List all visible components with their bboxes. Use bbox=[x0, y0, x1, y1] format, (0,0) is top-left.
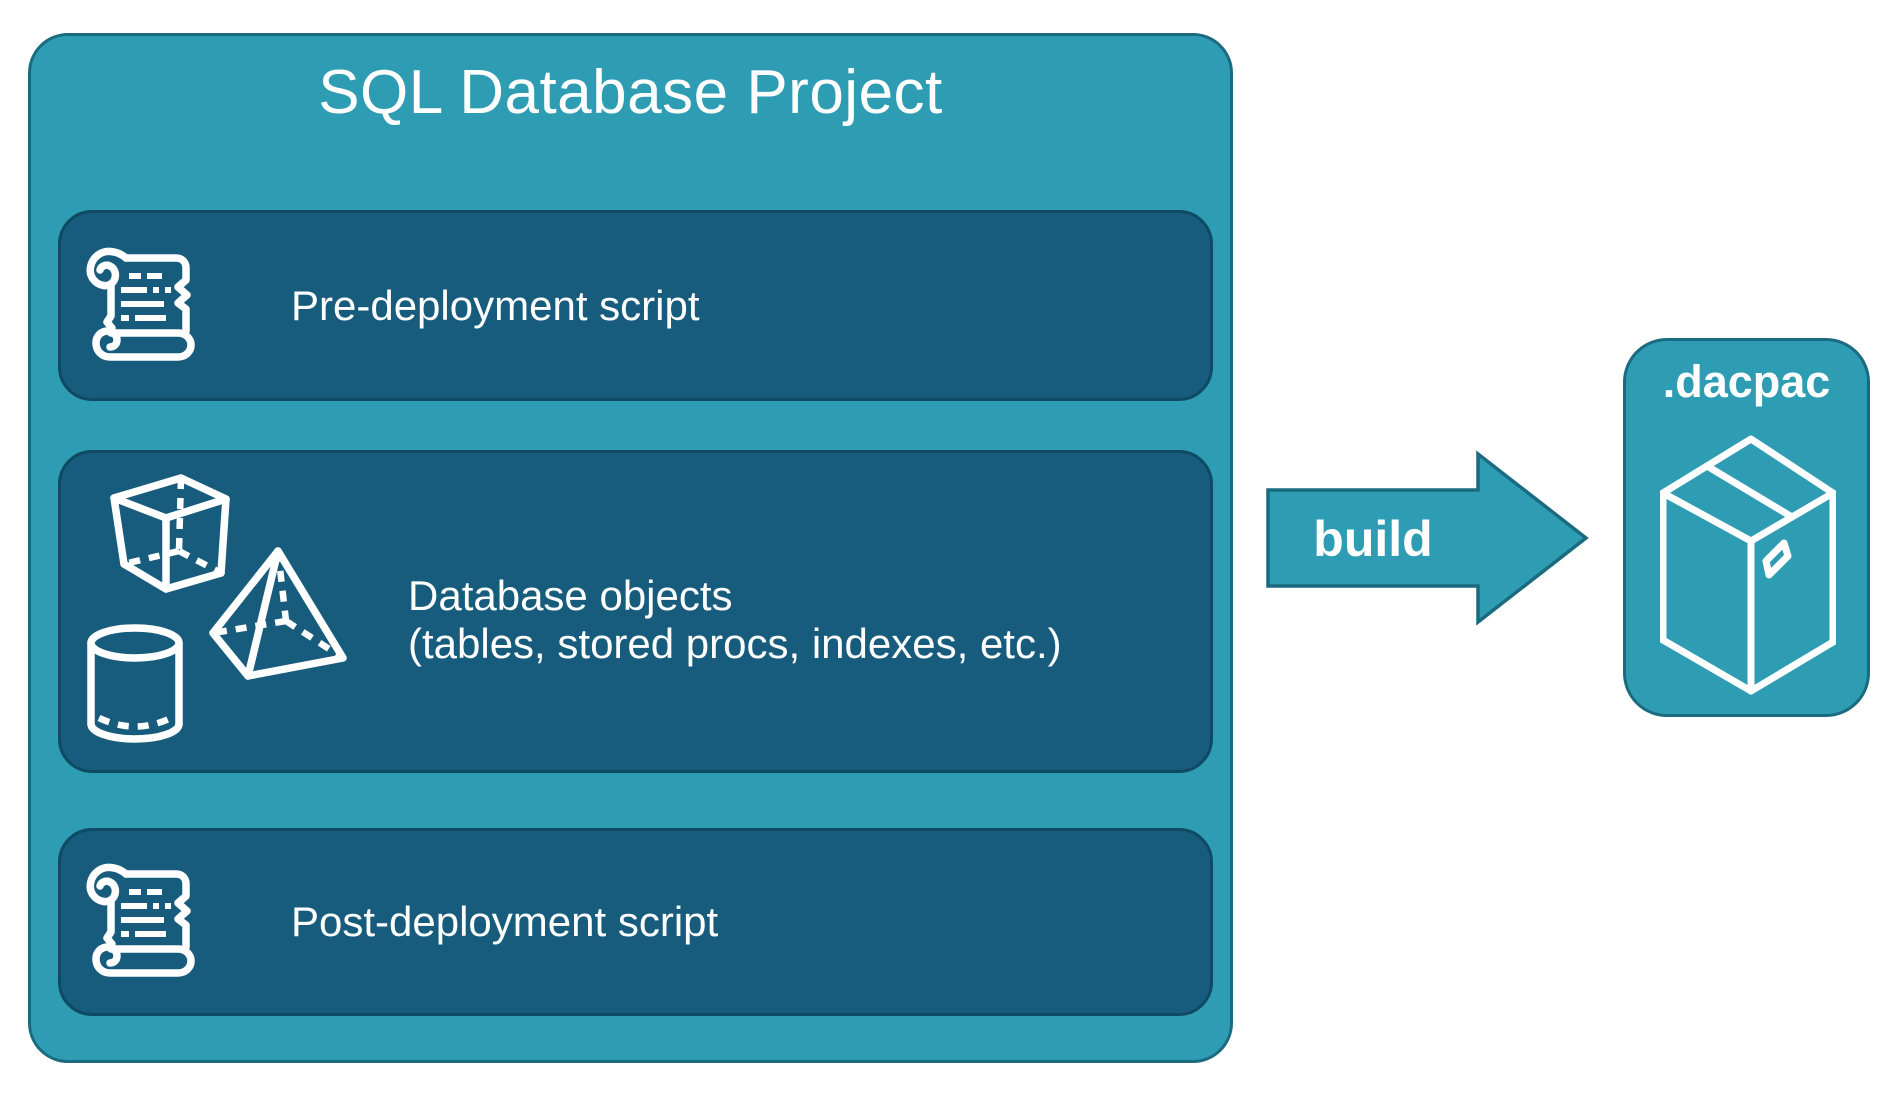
scroll-icon bbox=[86, 863, 195, 977]
panel-post-deployment-script: Post-deployment script bbox=[58, 828, 1213, 1016]
dacpac-box: .dacpac bbox=[1623, 338, 1870, 717]
build-arrow-label: build bbox=[1313, 510, 1433, 567]
cylinder-icon bbox=[87, 624, 183, 743]
sql-database-project-box: SQL Database Project Pre-deployment scri… bbox=[28, 33, 1233, 1063]
panel-database-objects: Database objects (tables, stored procs, … bbox=[58, 450, 1213, 773]
scroll-text-lines bbox=[121, 272, 171, 321]
geometric-shapes-icon bbox=[87, 474, 347, 743]
package-label-mark bbox=[1762, 539, 1792, 579]
dacpac-label: .dacpac bbox=[1662, 356, 1831, 407]
panel-label-post-deployment: Post-deployment script bbox=[291, 898, 719, 945]
cube-icon bbox=[110, 474, 230, 593]
database-objects-line2: (tables, stored procs, indexes, etc.) bbox=[408, 619, 1062, 667]
scroll-icon bbox=[86, 247, 195, 361]
panel-pre-deployment-script: Pre-deployment script bbox=[58, 210, 1213, 401]
scroll-text-lines bbox=[121, 889, 171, 937]
right-arrow-icon bbox=[1266, 450, 1589, 626]
database-objects-line1: Database objects bbox=[408, 571, 733, 619]
panel-label-database-objects: Database objects (tables, stored procs, … bbox=[408, 572, 1062, 668]
pyramid-icon bbox=[209, 547, 347, 680]
project-title: SQL Database Project bbox=[318, 58, 943, 127]
panel-label-pre-deployment: Pre-deployment script bbox=[291, 281, 700, 329]
package-icon bbox=[1660, 435, 1836, 695]
